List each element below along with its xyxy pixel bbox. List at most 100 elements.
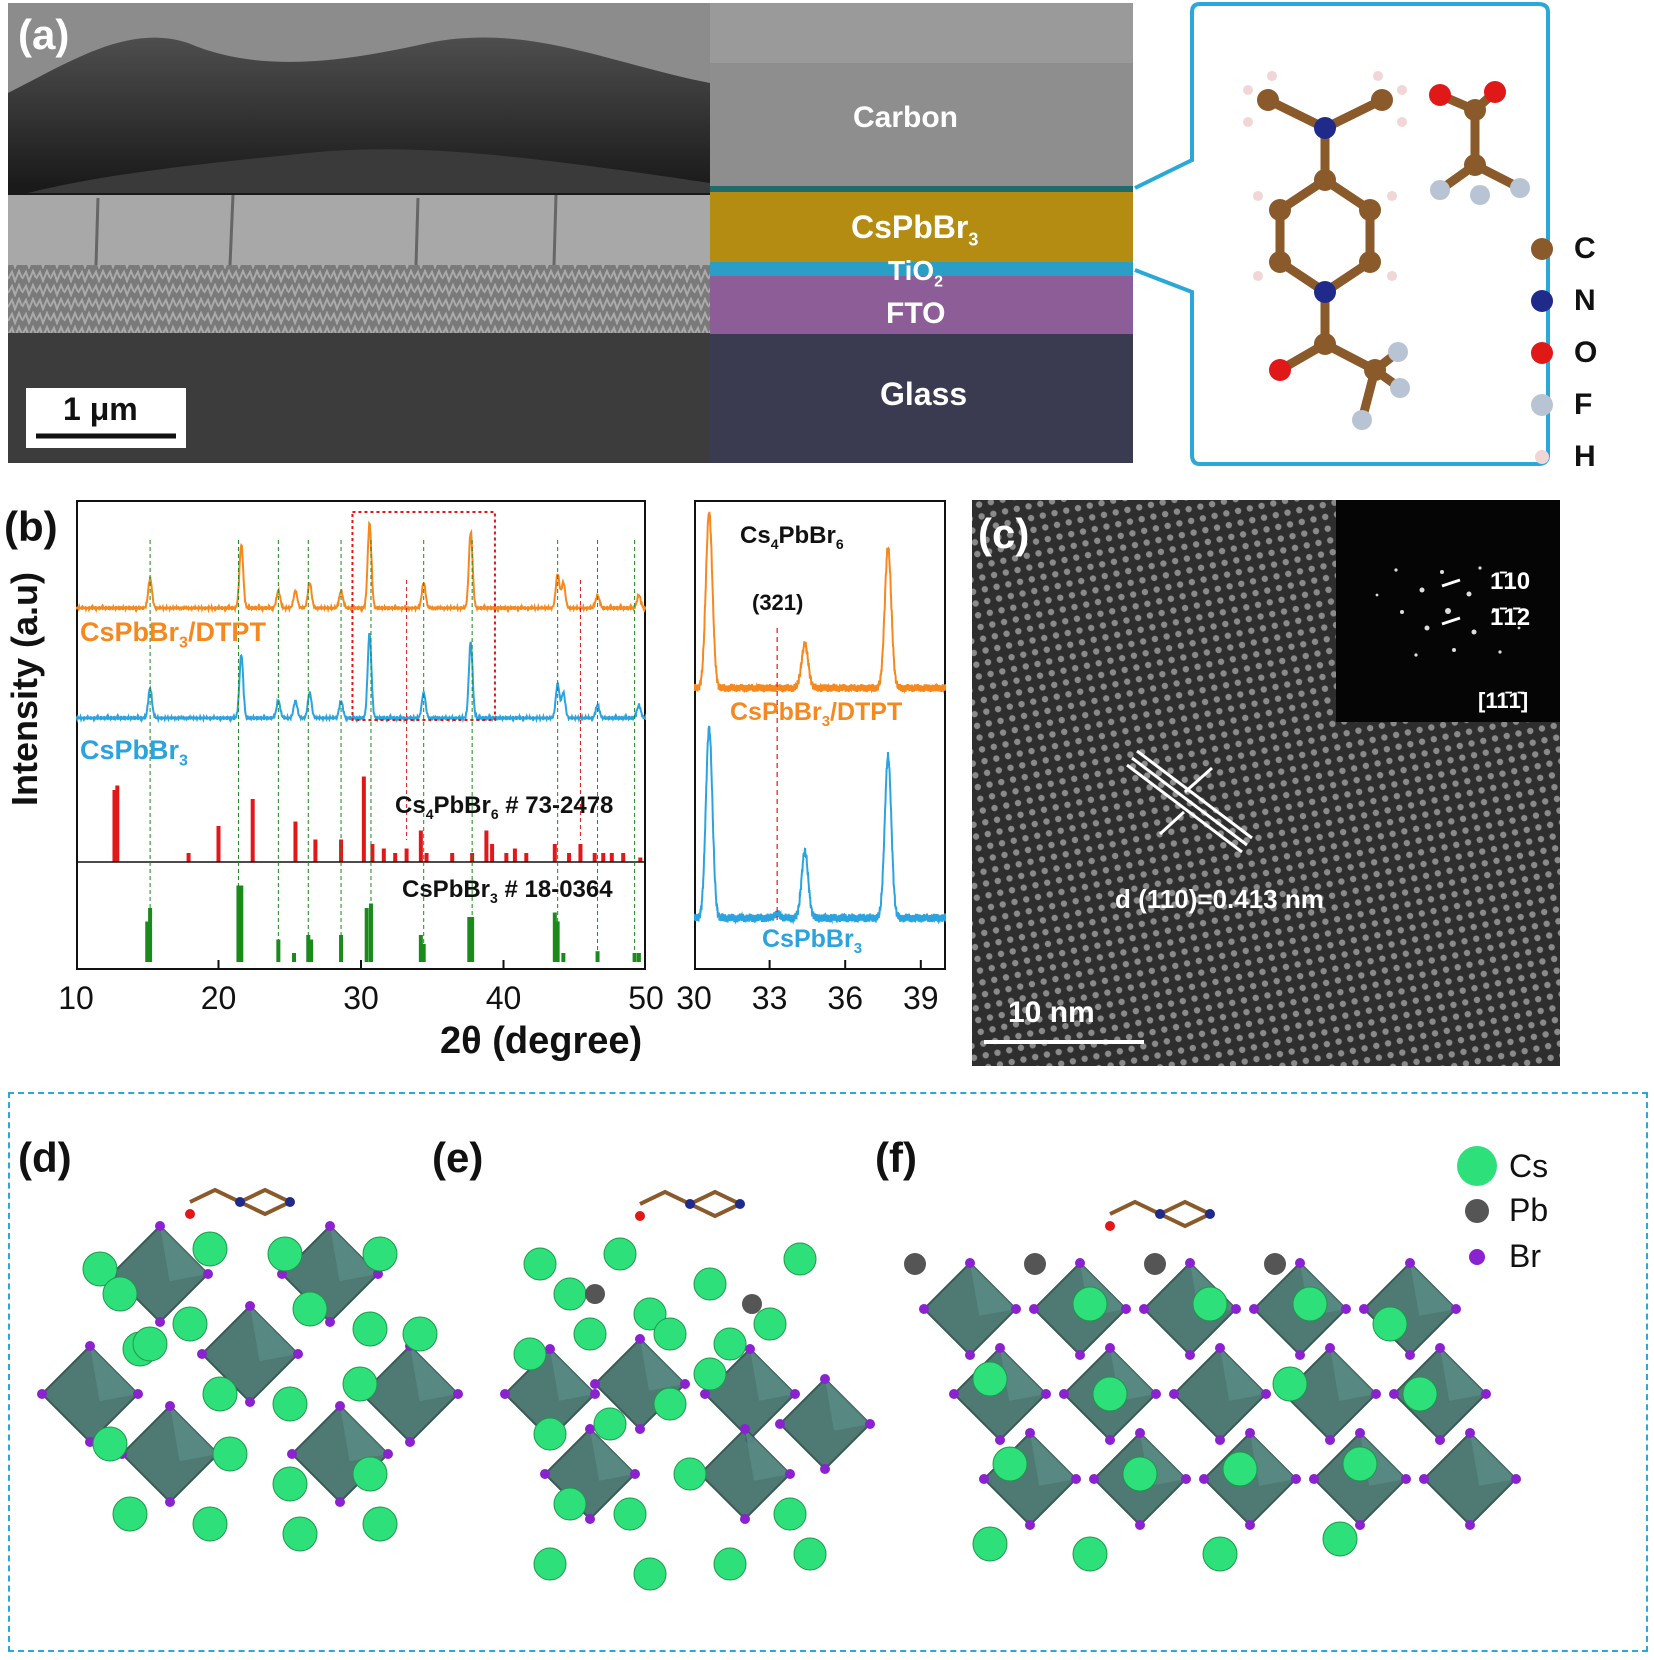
atom-sphere [192, 1231, 228, 1267]
atom-sphere [633, 1297, 667, 1331]
atom-sphere [1402, 1376, 1438, 1412]
reference-stick [567, 853, 572, 862]
atom-sphere [653, 1317, 687, 1351]
panel-a: (a) 1 μm Carbon CsPbBr3 TiO2 FTO Glass [8, 3, 1133, 463]
element-swatch-icon [1465, 1198, 1489, 1223]
hrtem-image [972, 500, 1560, 1066]
element-symbol: Pb [1509, 1192, 1549, 1228]
zone-axis-label: [11̄1̄] [1478, 688, 1529, 713]
atom-sphere [362, 1506, 398, 1542]
atom-sphere [202, 1376, 238, 1412]
reference-stick [293, 821, 298, 862]
atom-sphere [533, 1417, 567, 1451]
pb-atom [904, 1253, 926, 1275]
atom-sphere [352, 1456, 388, 1492]
inset-pristine-label: CsPbBr3 [762, 925, 863, 957]
atom-legend-item: F [1520, 388, 1592, 422]
atom-sphere [102, 1276, 138, 1312]
atom-swatch-icon [1531, 394, 1553, 416]
molecule-atoms [1243, 71, 1530, 430]
atom-sphere [1122, 1456, 1158, 1492]
atom-sphere [112, 1496, 148, 1532]
atom-sphere [1092, 1376, 1128, 1412]
element-symbol: Cs [1509, 1147, 1549, 1184]
atom-sphere [972, 1361, 1008, 1397]
atom-legend-item: C [1520, 232, 1596, 266]
atom-sphere [272, 1386, 308, 1422]
atom-sphere [282, 1516, 318, 1552]
tem-scale-bar-label: 10 nm [1008, 996, 1095, 1029]
pbbr6-octahedron [979, 1428, 1081, 1530]
panel-a-label: (a) [18, 11, 70, 58]
reference-stick [186, 853, 191, 862]
atom-symbol: C [1574, 232, 1596, 265]
element-swatch-icon [1469, 1248, 1485, 1265]
scale-bar-label: 1 μm [63, 391, 138, 427]
pb-atom [742, 1294, 762, 1314]
atom-symbol: H [1574, 440, 1596, 473]
reference-stick [450, 853, 455, 862]
atom-sphere [267, 1236, 303, 1272]
layer-tio2-label: TiO2 [888, 255, 944, 291]
panel-c: (c) 1̄10 1̄1̄2 [11̄1̄] d (110)=0.413 nm … [972, 500, 1560, 1066]
inset-title: Cs4PbBr6 [740, 522, 844, 552]
atom-legend-item: N [1520, 284, 1596, 318]
molecule-callout [1134, 2, 1550, 466]
layer-carbon-label: Carbon [853, 101, 958, 134]
fft-label-110: 1̄10 [1490, 568, 1531, 595]
layer-glass-label: Glass [880, 376, 968, 412]
reference-stick [636, 953, 641, 962]
atom-sphere [1072, 1286, 1108, 1322]
atom-legend-item: H [1520, 440, 1596, 474]
pbbr6-octahedron [1419, 1428, 1521, 1530]
xrd-inset-chart [694, 500, 946, 970]
atom-sphere [693, 1357, 727, 1391]
reference-stick [552, 844, 557, 862]
panel-b-label: (b) [4, 503, 58, 550]
atom-sphere [793, 1537, 827, 1571]
atom-sphere [292, 1291, 328, 1327]
fft-label-112: 1̄1̄2 [1490, 604, 1531, 631]
x-tick-label: 30 [343, 980, 379, 1016]
atom-sphere [192, 1506, 228, 1542]
pbbr6-octahedron [949, 1343, 1051, 1445]
atom-sphere [1342, 1446, 1378, 1482]
atom-sphere [1202, 1536, 1238, 1572]
crystal-structures [37, 1187, 1521, 1591]
dtpt-molecule [635, 1189, 745, 1221]
reference-stick [504, 853, 509, 862]
reference-stick [621, 853, 626, 862]
atom-sphere [172, 1306, 208, 1342]
atom-sphere [573, 1317, 607, 1351]
dtpt-molecule [1105, 1199, 1215, 1231]
atom-sphere [633, 1557, 667, 1591]
atom-sphere [82, 1251, 118, 1287]
reference-stick [524, 853, 529, 862]
reference-stick [601, 853, 606, 862]
atom-symbol: F [1574, 388, 1593, 421]
reference-stick [418, 935, 423, 962]
d-spacing-label: d (110)=0.413 nm [1115, 884, 1324, 914]
pb-atom [585, 1284, 605, 1304]
atom-sphere [1322, 1521, 1358, 1557]
reference-stick [578, 844, 583, 862]
reference-stick [490, 844, 495, 862]
layer-cspbbr3-label: CsPbBr3 [851, 209, 979, 250]
dtpt-molecule [185, 1187, 295, 1219]
x-tick-label: 30 [676, 980, 712, 1016]
pb-atom [1144, 1253, 1166, 1275]
reference-stick [512, 848, 517, 862]
pristine-series-label: CsPbBr3 [80, 735, 188, 770]
pb-atom [1264, 1253, 1286, 1275]
atom-sphere [1272, 1366, 1308, 1402]
atom-sphere [713, 1327, 747, 1361]
pbbr6-octahedron [37, 1341, 143, 1447]
reference-stick [418, 830, 423, 862]
x-tick-label: 40 [485, 980, 522, 1016]
atom-sphere [603, 1237, 637, 1271]
xrd-series-line [76, 520, 646, 614]
reference-stick [467, 917, 472, 962]
atom-sphere [753, 1307, 787, 1341]
